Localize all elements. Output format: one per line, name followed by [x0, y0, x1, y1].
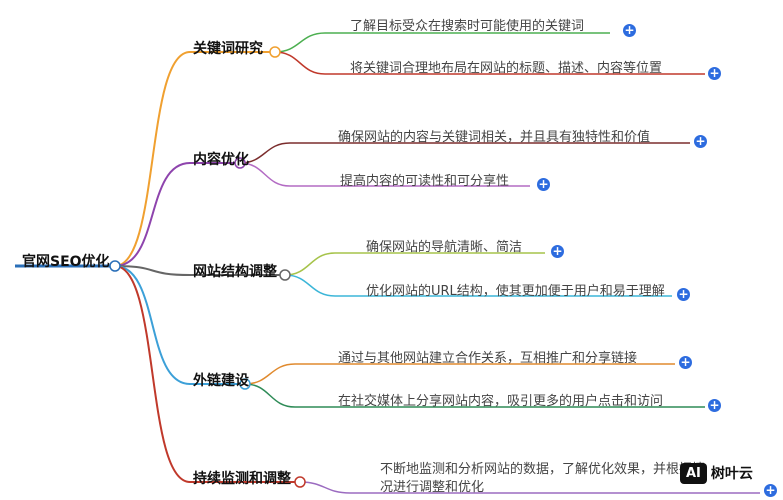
branch-content-optimization: 内容优化 — [193, 152, 249, 168]
expand-plus-icon[interactable]: + — [679, 355, 692, 369]
branch-connector — [114, 51, 191, 267]
leaf-content-1: 确保网站的内容与关键词相关，并且具有独特性和价值 — [338, 130, 651, 145]
branch-site-structure: 网站结构调整 — [193, 264, 277, 280]
leaf-connector — [284, 274, 672, 297]
branch-monitoring: 持续监测和调整 — [193, 471, 291, 487]
leaf-monitor-1-cont: 况进行调整和优化 — [380, 480, 485, 495]
watermark-logo-box: AI — [680, 462, 707, 484]
expand-plus-icon[interactable]: + — [708, 398, 721, 412]
branch-node-circle — [234, 157, 246, 169]
watermark-logo-text: 树叶云 — [710, 466, 753, 482]
expand-plus-icon[interactable]: + — [551, 244, 564, 258]
leaf-connector — [244, 383, 705, 408]
branch-link-building: 外链建设 — [193, 373, 249, 389]
leaf-links-2: 在社交媒体上分享网站内容，吸引更多的用户点击和访问 — [338, 394, 664, 409]
root-node-circle — [109, 260, 121, 272]
branch-node-circle — [269, 46, 281, 58]
branch-connector — [114, 265, 191, 385]
leaf-keyword-1: 了解目标受众在搜索时可能使用的关键词 — [350, 19, 585, 34]
expand-plus-icon[interactable]: + — [764, 483, 777, 497]
leaf-content-2: 提高内容的可读性和可分享性 — [340, 174, 510, 189]
leaf-connector — [274, 32, 610, 53]
leaf-connector — [239, 142, 690, 164]
branch-node-circle — [279, 269, 291, 281]
leaf-connector — [239, 162, 530, 187]
leaf-connector — [244, 363, 675, 385]
leaf-links-1: 通过与其他网站建立合作关系，互相推广和分享链接 — [338, 351, 638, 366]
leaf-connector — [274, 51, 705, 75]
leaf-connector — [284, 252, 545, 276]
expand-plus-icon[interactable]: + — [623, 23, 636, 37]
branch-node-circle — [294, 476, 306, 488]
root-node-label: 官网SEO优化 — [22, 254, 110, 270]
expand-plus-icon[interactable]: + — [694, 134, 707, 148]
leaf-structure-1: 确保网站的导航清晰、简洁 — [366, 240, 523, 255]
leaf-monitor-1: 不断地监测和分析网站的数据，了解优化效果，并根据情 — [380, 462, 706, 477]
expand-plus-icon[interactable]: + — [537, 177, 550, 191]
expand-plus-icon[interactable]: + — [708, 66, 721, 80]
leaf-connector — [299, 481, 760, 494]
leaf-structure-2: 优化网站的URL结构，使其更加便于用户和易于理解 — [366, 284, 665, 299]
branch-connector — [114, 162, 191, 267]
branch-connector — [114, 265, 191, 276]
branch-keyword-research: 关键词研究 — [193, 41, 263, 57]
leaf-keyword-2: 将关键词合理地布局在网站的标题、描述、内容等位置 — [350, 61, 663, 76]
branch-connector — [114, 265, 191, 483]
branch-node-circle — [239, 378, 251, 390]
watermark-logo: AI 树叶云 — [680, 456, 780, 490]
expand-plus-icon[interactable]: + — [677, 287, 690, 301]
